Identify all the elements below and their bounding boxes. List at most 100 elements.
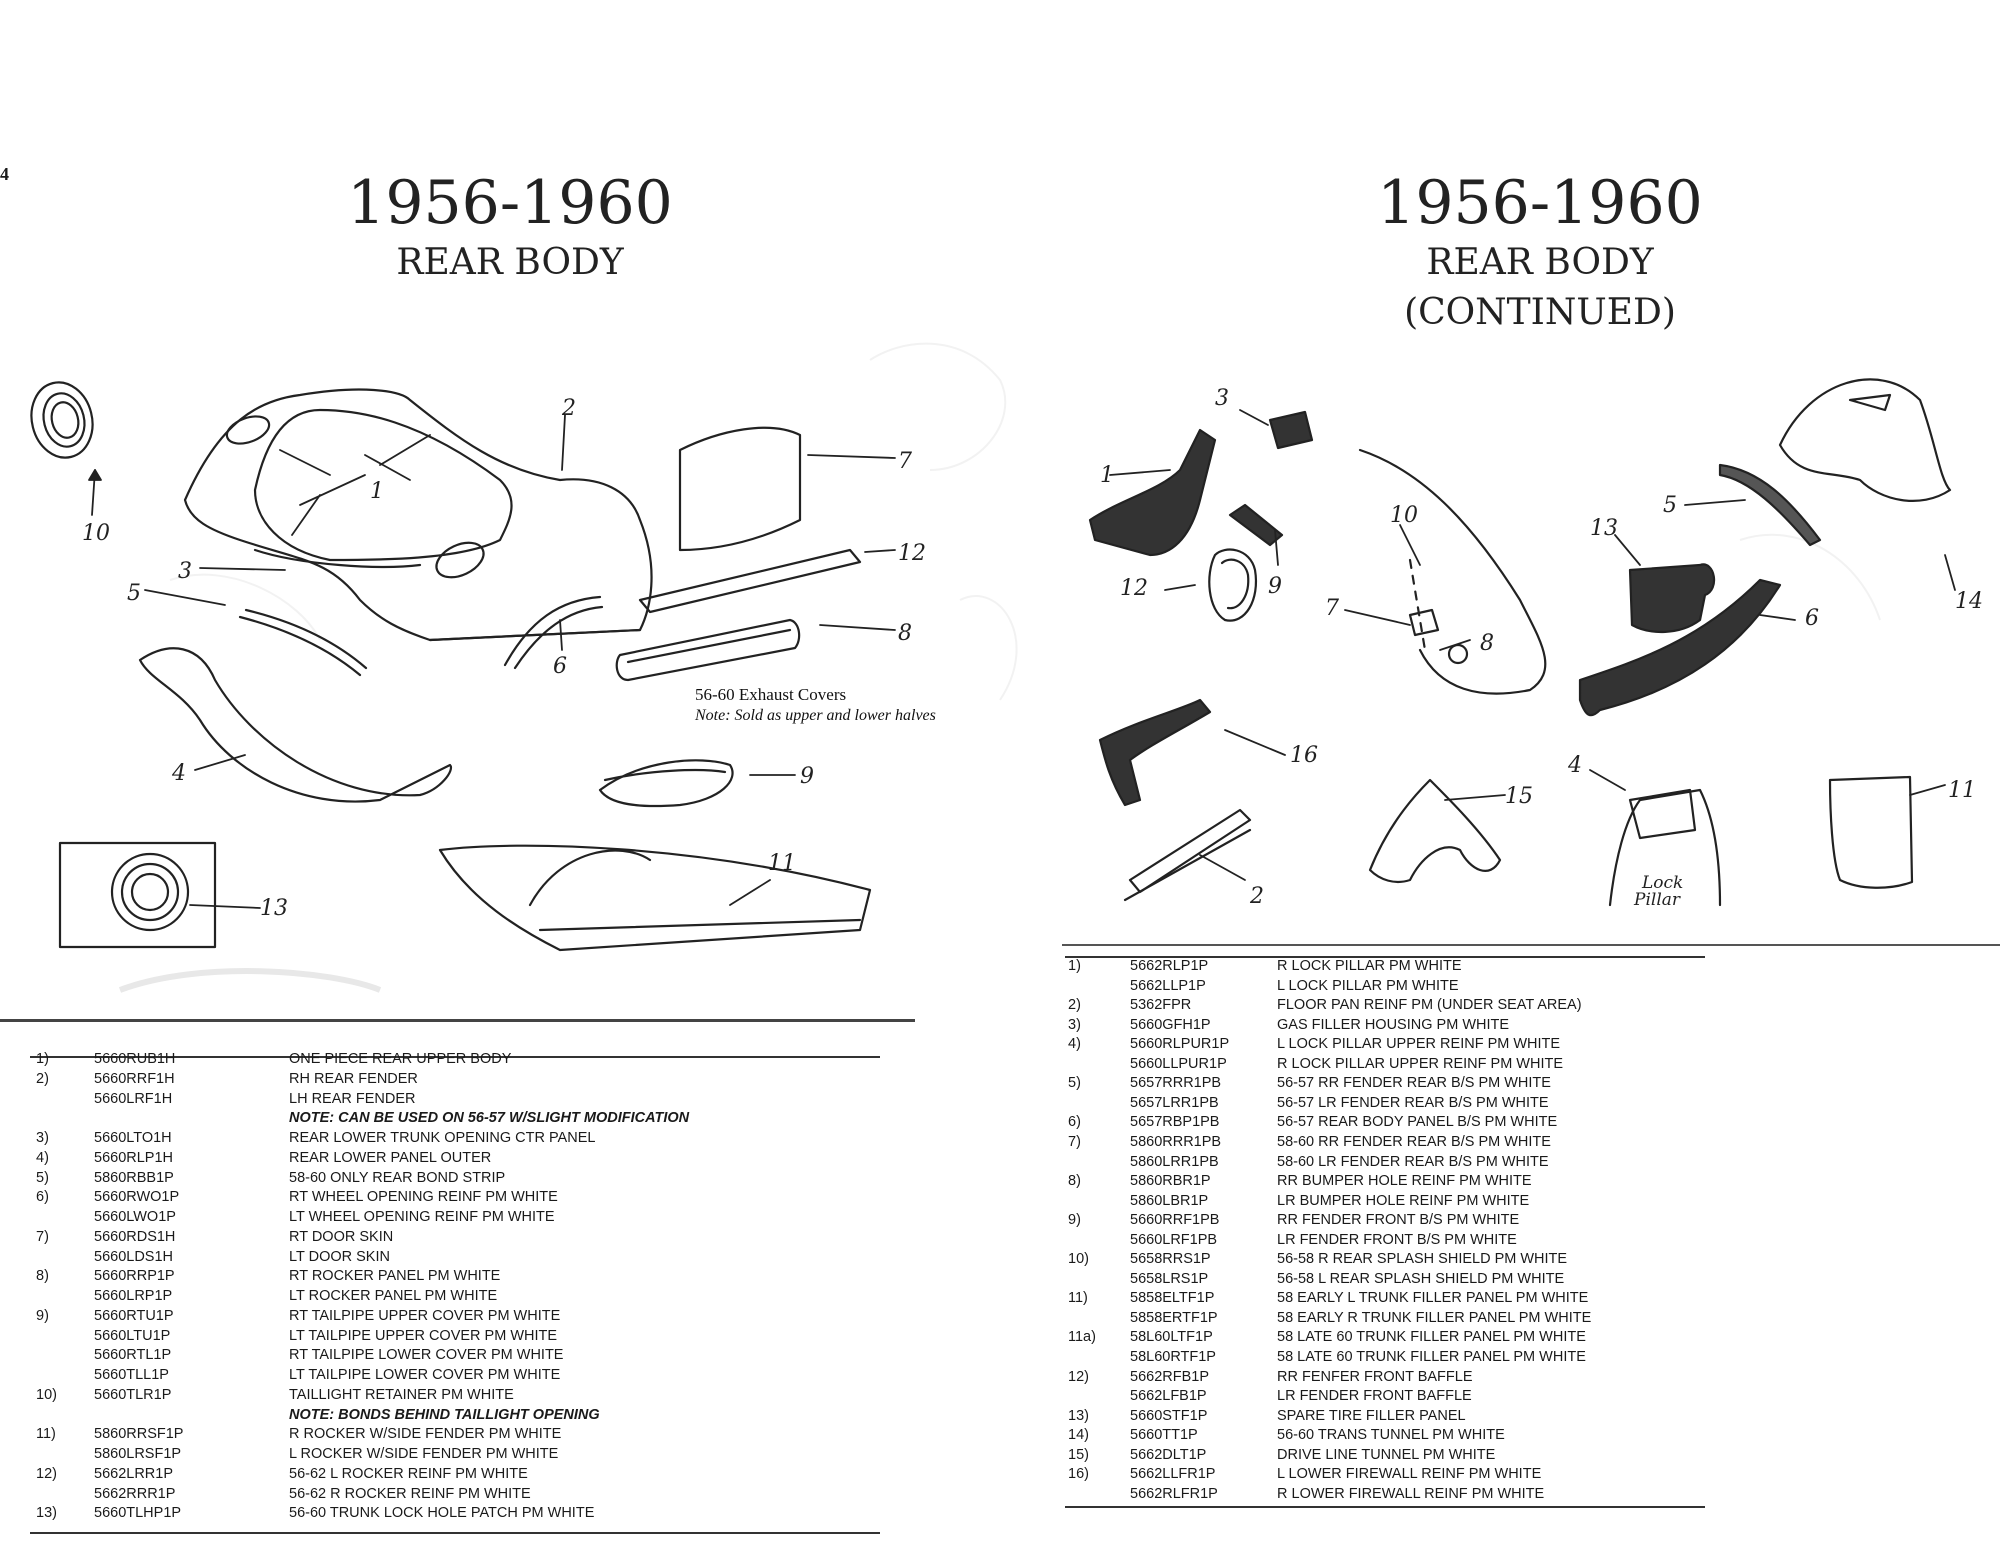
part-number: 5860RRR1PB <box>1130 1133 1222 1150</box>
left-callout-1: 1 <box>370 479 384 504</box>
part-number: 5860LRSF1P <box>94 1446 182 1462</box>
part-index: 6) <box>36 1189 49 1206</box>
part-number: 5660LRF1H <box>94 1090 173 1107</box>
part-number: 58L60LTF1P <box>1130 1329 1213 1346</box>
part-number: 5858ERTF1P <box>1130 1309 1218 1326</box>
part-number: 5662LFB1P <box>1130 1388 1207 1405</box>
part-description: DRIVE LINE TUNNEL PM WHITE <box>1277 1446 1496 1463</box>
part-description: TAILLIGHT RETAINER PM WHITE <box>289 1386 514 1403</box>
right-callout-15: 15 <box>1505 784 1533 809</box>
part-1-rear-upper-body <box>183 388 653 642</box>
left-header-title: REAR BODY <box>396 242 624 283</box>
part-description: 58-60 LR FENDER REAR B/S PM WHITE <box>1277 1153 1549 1170</box>
part-index: 5) <box>36 1169 49 1186</box>
left-header: 1956-1960 REAR BODY <box>200 168 820 288</box>
part-description: RH REAR FENDER <box>289 1070 418 1087</box>
lock-pillar-label-1: Lock <box>1641 873 1683 893</box>
part-number: 5657RRR1PB <box>1130 1075 1222 1092</box>
part-number: 5660RTU1P <box>94 1307 174 1324</box>
part-16-lower-firewall-reinf <box>1098 698 1212 807</box>
part-5-rr-fender-rear-bs <box>1718 463 1822 547</box>
part-15-drive-line-tunnel <box>1368 778 1502 884</box>
part-4-rear-lower-panel <box>138 647 453 803</box>
part-number: 5660RTL1P <box>94 1347 172 1364</box>
part-13-trunk-lock-hole-patch <box>58 841 217 949</box>
part-10-rear-splash-shield <box>1358 448 1547 695</box>
exhaust-caption-line2: Note: Sold as upper and lower halves <box>694 707 936 724</box>
part-number: 5660RUB1H <box>94 1051 176 1067</box>
part-index: 11) <box>36 1426 56 1443</box>
part-number: 5660LDS1H <box>94 1248 173 1265</box>
right-callout-11: 11 <box>1948 778 1976 803</box>
left-callout-3: 3 <box>178 559 192 584</box>
page-number: 4 <box>0 164 9 184</box>
right-header-year: 1956-1960 <box>1377 168 1703 238</box>
part-number: 5660TLR1P <box>94 1386 172 1403</box>
part-description: LT WHEEL OPENING REINF PM WHITE <box>289 1209 555 1225</box>
part-index: 16) <box>1068 1466 1089 1483</box>
part-number: 5660RDS1H <box>94 1228 176 1245</box>
part-number: 5860RRSF1P <box>94 1426 184 1443</box>
right-callout-8: 8 <box>1480 631 1494 656</box>
part-number: 5660RLP1H <box>94 1149 173 1166</box>
left-callout-7: 7 <box>898 449 912 474</box>
part-number: 5660RLPUR1P <box>1130 1036 1230 1053</box>
part-index: 7) <box>36 1228 49 1245</box>
part-index: 12) <box>1068 1368 1089 1385</box>
part-index: 7) <box>1068 1133 1081 1150</box>
part-index: 11) <box>1068 1290 1088 1307</box>
part-description: RT WHEEL OPENING REINF PM WHITE <box>289 1189 558 1206</box>
part-number: 5858ELTF1P <box>1130 1290 1215 1307</box>
part-description: REAR LOWER TRUNK OPENING CTR PANEL <box>289 1130 596 1146</box>
part-description: 56-62 R ROCKER REINF PM WHITE <box>289 1485 531 1502</box>
left-callout-4: 4 <box>171 761 186 786</box>
part-description: RT TAILPIPE LOWER COVER PM WHITE <box>289 1347 564 1364</box>
part-description: 56-57 REAR BODY PANEL B/S PM WHITE <box>1277 1114 1558 1131</box>
part-12-front-baffle <box>1208 548 1258 622</box>
part-description: LT DOOR SKIN <box>289 1248 390 1265</box>
part-number: 5660TLHP1P <box>94 1505 182 1522</box>
part-number: 5660RRF1H <box>94 1070 175 1087</box>
right-callout-14: 14 <box>1955 589 1983 614</box>
right-table-top-rule <box>1065 956 1705 958</box>
part-11-rocker-w-side-fender <box>438 844 872 952</box>
right-callout-4: 4 <box>1567 753 1582 778</box>
part-number: 5658RRS1P <box>1130 1251 1211 1268</box>
left-divider-rule <box>0 1019 915 1022</box>
part-description: R LOCK PILLAR UPPER REINF PM WHITE <box>1277 1055 1564 1072</box>
right-header-subtitle: (CONTINUED) <box>1404 292 1676 333</box>
part-number: 5662LLP1P <box>1130 977 1206 994</box>
part-description: L LOCK PILLAR UPPER REINF PM WHITE <box>1277 1036 1561 1053</box>
part-description: 58 LATE 60 TRUNK FILLER PANEL PM WHITE <box>1277 1329 1586 1346</box>
part-7-door-skin <box>678 426 802 552</box>
part-description: 58 EARLY L TRUNK FILLER PANEL PM WHITE <box>1277 1290 1589 1307</box>
part-number: 5662RRR1P <box>94 1485 176 1502</box>
part-9-fender-front-bs <box>1228 503 1284 547</box>
part-6-wheel-opening-reinf <box>503 595 604 670</box>
part-number: 5660STF1P <box>1130 1407 1208 1424</box>
right-callout-2: 2 <box>1249 884 1264 909</box>
part-number: 5660LTO1H <box>94 1130 172 1146</box>
right-callout-6: 6 <box>1805 606 1819 631</box>
part-description: 56-60 TRUNK LOCK HOLE PATCH PM WHITE <box>289 1505 595 1522</box>
part-description: LR FENDER FRONT BAFFLE <box>1277 1388 1472 1405</box>
right-callout-3: 3 <box>1215 386 1229 411</box>
part-14-trans-tunnel <box>1778 378 1952 502</box>
right-header: 1956-1960 REAR BODY (CONTINUED) <box>1220 168 1860 338</box>
left-callout-6: 6 <box>553 654 567 679</box>
right-callout-1: 1 <box>1100 463 1114 488</box>
part-index: 11a) <box>1068 1329 1096 1346</box>
part-number: 5660LRP1P <box>94 1288 173 1304</box>
part-4-lock-pillar-upper-reinf <box>1608 788 1722 907</box>
right-callout-7: 7 <box>1325 596 1339 621</box>
part-number: 58L60RTF1P <box>1130 1349 1216 1365</box>
part-description: 58 LATE 60 TRUNK FILLER PANEL PM WHITE <box>1277 1349 1586 1365</box>
part-12-rocker-reinf <box>638 548 862 614</box>
part-description: LT ROCKER PANEL PM WHITE <box>289 1288 498 1304</box>
part-number: 5660TLL1P <box>94 1367 169 1383</box>
part-description: LT TAILPIPE LOWER COVER PM WHITE <box>289 1367 561 1383</box>
exhaust-caption-line1: 56-60 Exhaust Covers <box>695 685 846 704</box>
part-index: 2) <box>36 1070 49 1087</box>
left-table-top-rule <box>30 1056 880 1058</box>
